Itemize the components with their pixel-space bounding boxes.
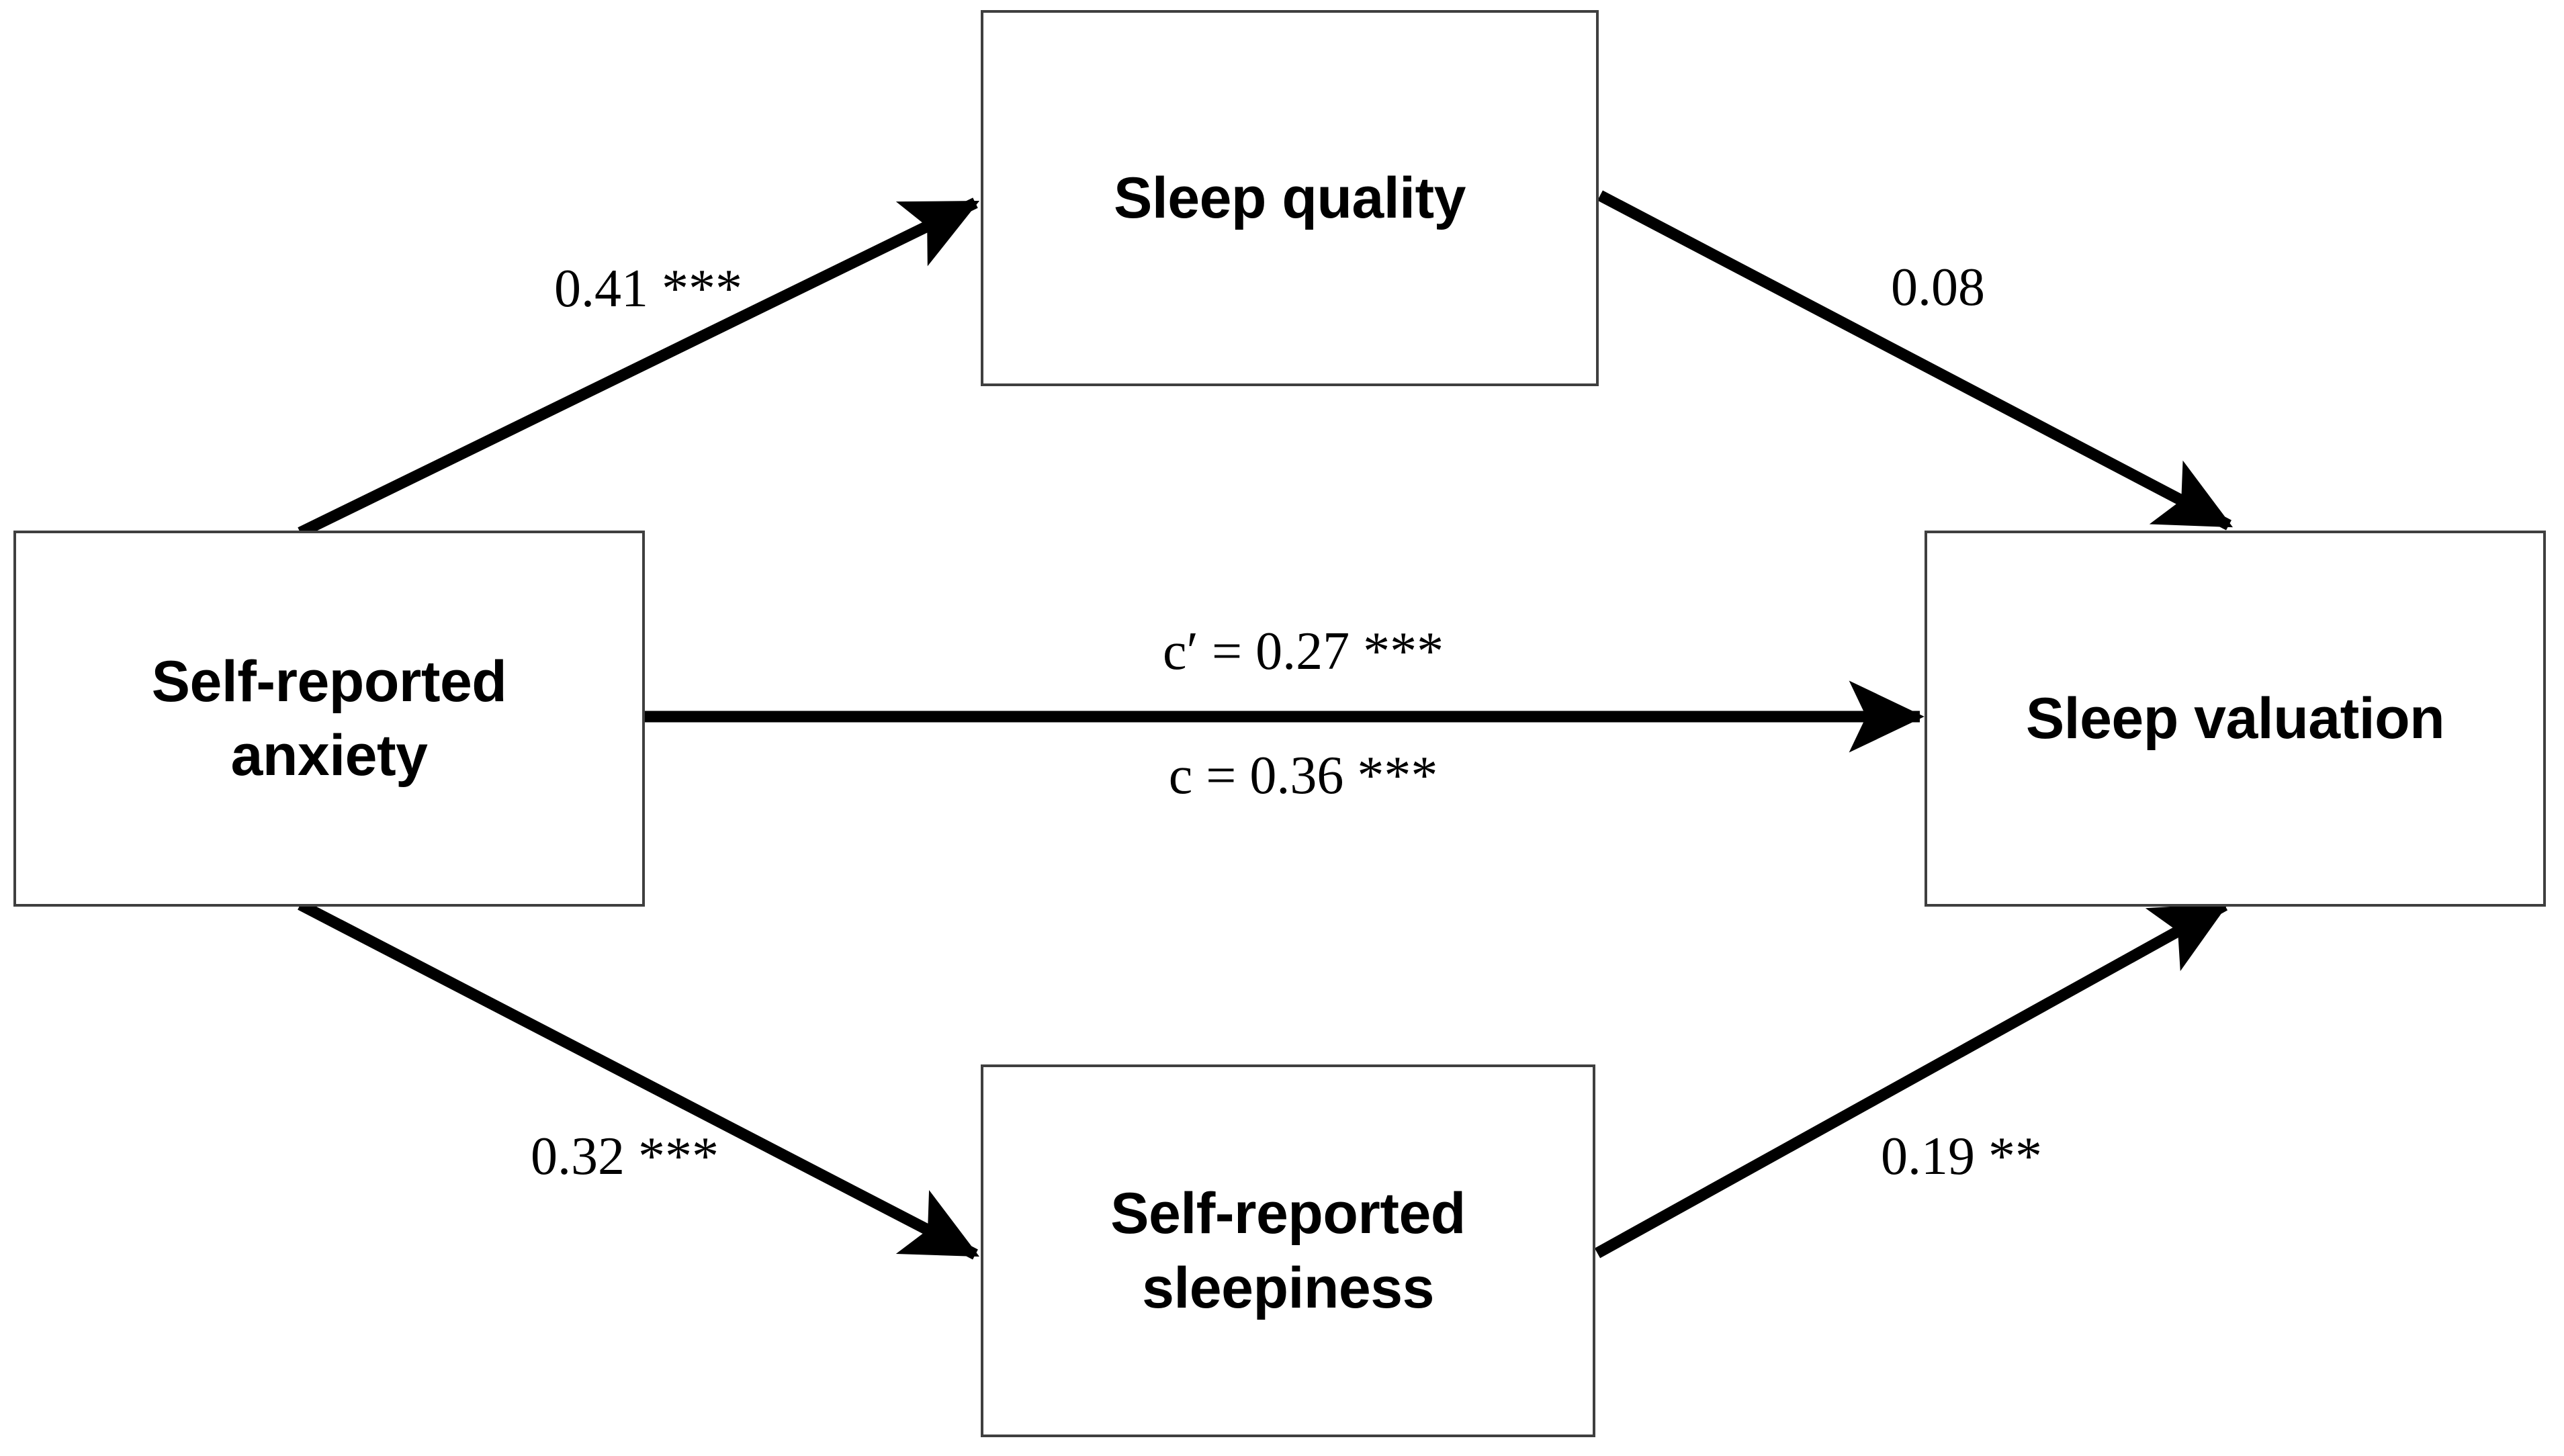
node-sleep-quality-label: Sleep quality — [1114, 165, 1466, 230]
path-label-c-prime: c′ = 0.27 *** — [1162, 622, 1444, 681]
path-label-b2: 0.19 ** — [1881, 1127, 2042, 1186]
node-self-reported-anxiety-label: Self-reported anxiety — [151, 649, 507, 788]
path-label-a1: 0.41 *** — [554, 259, 742, 318]
node-self-reported-sleepiness-label: Self-reported sleepiness — [1110, 1181, 1466, 1320]
node-self-reported-sleepiness[interactable]: Self-reported sleepiness — [981, 1064, 1595, 1437]
node-self-reported-anxiety[interactable]: Self-reported anxiety — [13, 531, 645, 907]
node-sleep-quality[interactable]: Sleep quality — [981, 10, 1599, 386]
node-sleep-valuation[interactable]: Sleep valuation — [1925, 531, 2546, 907]
arrow-anxiety-to-sleepquality — [298, 197, 980, 538]
node-sleep-valuation-label: Sleep valuation — [2025, 686, 2445, 751]
arrow-anxiety-to-sleepiness — [298, 899, 980, 1260]
path-label-b1: 0.08 — [1891, 258, 1985, 317]
path-label-c-total: c = 0.36 *** — [1168, 746, 1438, 805]
arrow-sleepquality-to-valuation — [1597, 190, 2234, 531]
path-label-a2: 0.32 *** — [531, 1127, 719, 1186]
arrow-sleepiness-to-valuation — [1594, 900, 2229, 1259]
